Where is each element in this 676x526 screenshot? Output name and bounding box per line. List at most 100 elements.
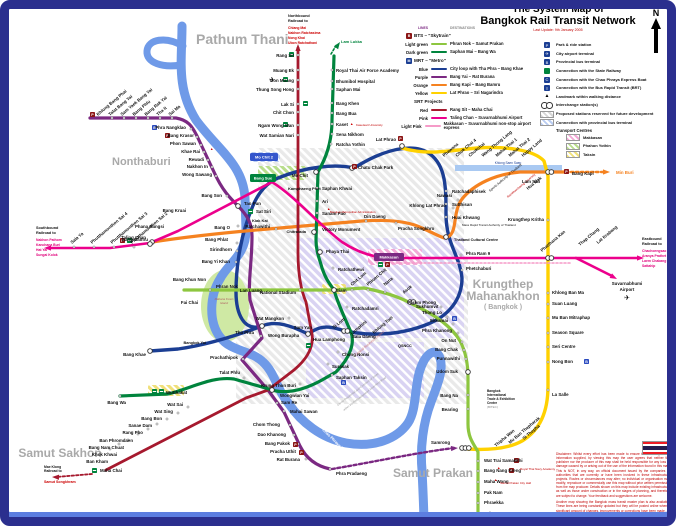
station-dot [296, 123, 300, 127]
legend-symbol-row: Proposed stations reserved for future de… [540, 110, 674, 119]
rail-icon-stripe [127, 240, 132, 241]
station-dot [282, 409, 286, 413]
station-dot [330, 101, 334, 105]
station-label: International [487, 393, 506, 397]
station-label: Sai Luat [484, 511, 502, 516]
station-label: Dao Khanong [257, 432, 286, 437]
legend-line-color-name: Red [420, 107, 428, 113]
park-ride-icon [352, 164, 357, 169]
legend-line-color-name: Pink [419, 115, 428, 121]
transport-centres-title: Transport Centres [556, 128, 593, 134]
brt-icon: ≡ [544, 85, 550, 92]
station-dot [546, 302, 550, 306]
station-dot [296, 78, 300, 82]
zone-lavh [306, 342, 424, 398]
station-dot [214, 174, 218, 178]
station-label: Railroad to [36, 231, 57, 235]
station-label: Seri Centre [552, 344, 576, 349]
bus-terminal-icon [341, 380, 346, 385]
station-box [250, 153, 278, 161]
station-label: Season Square [552, 330, 584, 335]
station-label: Nong Khai [288, 36, 305, 40]
station-dot [234, 260, 238, 264]
rail-icon-stripe [159, 391, 164, 392]
legend-group-header: SRT Projects [372, 97, 536, 106]
station-dot [456, 331, 460, 335]
station-label: Wongwian Yai [280, 393, 309, 398]
station-label: Phatthana Kan [539, 229, 566, 253]
park-ride-icon-glyph: P [300, 451, 303, 455]
station-dot [296, 102, 300, 106]
station-label: Bang Khen [336, 101, 359, 106]
station-dot [546, 331, 550, 335]
transport-centre-row: Makkasan [566, 133, 674, 142]
line-srt-pink-airport-branch [574, 256, 614, 278]
line-chao-phraya-river [176, 21, 446, 526]
station-label: Railroad to [288, 19, 309, 23]
station-dot [146, 116, 150, 120]
interchange-marker [331, 287, 337, 293]
legend-line-color-name: Dark green [406, 49, 428, 55]
bus-terminal-icon-glyph: B [342, 381, 345, 385]
disclaimer-paragraph-2: Another map showing the Bangkok mass tra… [556, 500, 670, 513]
station-label: Bang Kruai [163, 208, 186, 213]
station-dot [383, 290, 387, 294]
station-label: Phraekka [484, 500, 504, 505]
station-label: Wat Trai Samakkhi [484, 458, 523, 463]
proposed-icon [540, 110, 554, 118]
station-label: Bhumibol Hospital [336, 79, 375, 84]
legend-line-swatch [431, 108, 447, 112]
station-label: Lam Lukka [341, 39, 363, 44]
legend-symbol-row: ▲Landmark within walking distance [540, 93, 674, 102]
legend-symbol-text: Connection with the State Railway [556, 67, 622, 73]
line-mrt-blue-spur [148, 324, 264, 353]
station-label: Railroad to [642, 242, 663, 246]
bus-terminal-icon-glyph: B [585, 360, 588, 364]
interchange-marker [466, 445, 472, 451]
station-dot [296, 110, 300, 114]
station-label: (BITEC) [487, 405, 498, 409]
station-label: Royal Thai Air Force Academy [336, 68, 400, 73]
station-label: Ubon Ratchathani [288, 41, 317, 45]
station-label: Sam Re [281, 400, 298, 405]
station-label: Khok Khwai [92, 452, 117, 457]
station-label: Saphan Taksin [336, 375, 367, 380]
station-dot [459, 253, 463, 257]
station-dot [275, 401, 279, 405]
station-dot [108, 447, 112, 451]
station-label: Chachoengsao [642, 249, 666, 253]
station-label: Asok [401, 284, 413, 295]
transport-centre-name: Makkasan [583, 134, 603, 140]
station-dot [444, 189, 448, 193]
station-label: Phra Nangklao [155, 125, 186, 130]
station-label: Pak Nam [484, 490, 503, 495]
station-label: Saphan Mai [336, 87, 360, 92]
station-label: Tha It [155, 105, 168, 117]
station-label: Bang Krasor [168, 133, 195, 138]
legend-line-swatch [431, 83, 447, 87]
bus-terminal-icon [152, 125, 157, 130]
bus-terminal-icon-glyph: B [153, 126, 156, 130]
station-label: Pracha Uthit [270, 449, 296, 454]
station-label: Royal Thai Navy Academy [520, 467, 556, 471]
station-label: Aranya Prathet [642, 254, 667, 258]
station-label: Rang Sit [276, 53, 294, 58]
disclaimer: Disclaimer: Whilst every effort has been… [556, 452, 670, 515]
rail-icon-stripe [289, 54, 294, 55]
park-ride-icon [299, 450, 304, 455]
station-label: Thailand Cultural Centre [454, 238, 498, 242]
legend-symbol-text: Proposed stations reserved for future de… [556, 110, 654, 116]
station-dot [330, 373, 334, 377]
station-label: Kasetsart University [356, 123, 383, 127]
legend-line-destination: Phran Nok – Samut Prakan [450, 40, 504, 46]
landmark-icon: ▲ [350, 122, 353, 126]
station-dot [189, 127, 193, 131]
park-ride-icon [165, 133, 170, 138]
station-label: Khae Rai [181, 149, 200, 154]
